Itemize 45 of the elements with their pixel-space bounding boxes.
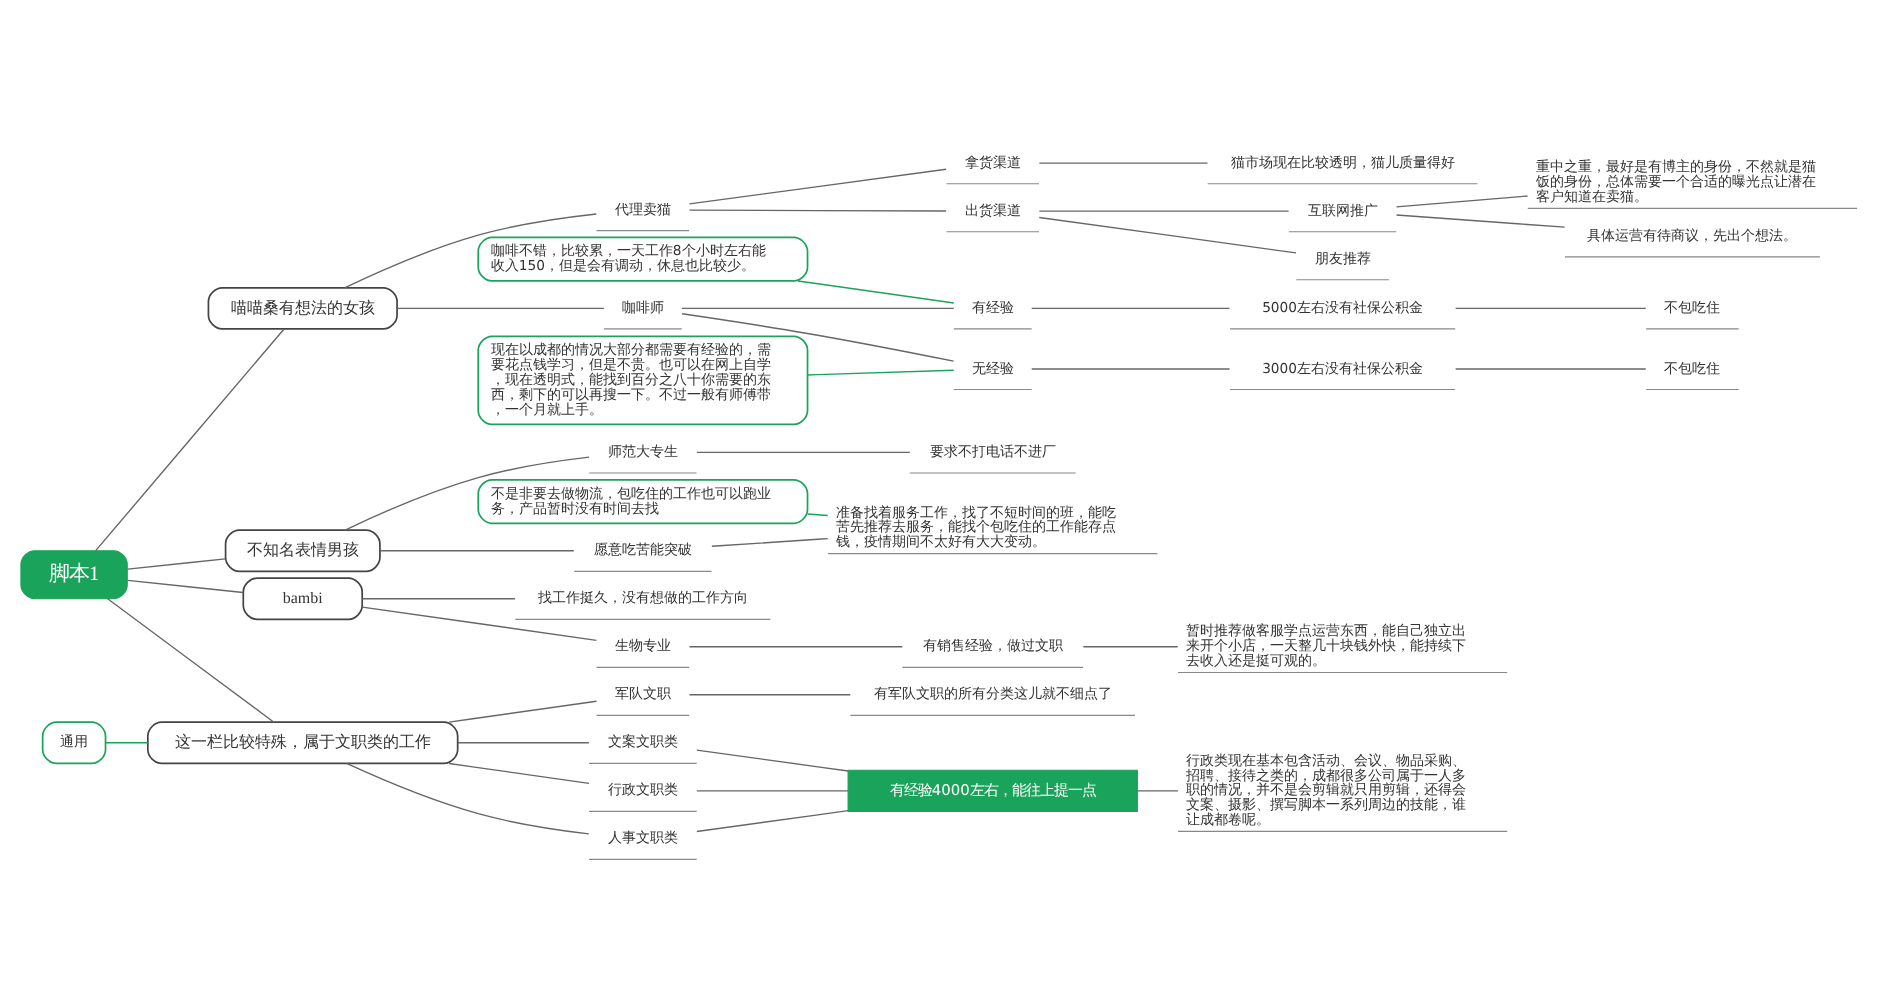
connector (696, 808, 849, 832)
connector (1038, 209, 1290, 211)
connector (396, 306, 605, 309)
node-box: bambi (242, 576, 364, 620)
connector (361, 597, 516, 599)
connector (696, 450, 911, 453)
connector (681, 306, 955, 309)
connector (379, 549, 575, 551)
node-box: 脚本1 (20, 549, 128, 599)
connector (681, 312, 955, 361)
connector (688, 208, 947, 211)
connector (127, 578, 244, 593)
connector (361, 605, 598, 640)
connector (448, 761, 590, 783)
node-box: 这一栏比较特殊，属于文职类的工作 (146, 720, 459, 764)
connector (105, 741, 149, 743)
connector (344, 455, 590, 530)
connector (1038, 215, 1297, 253)
connector (1031, 367, 1231, 369)
connector (806, 368, 955, 375)
connector (1395, 213, 1566, 227)
connector (806, 512, 829, 516)
connector (688, 645, 903, 647)
connector (1038, 161, 1209, 163)
connector (107, 597, 275, 722)
connector (1395, 194, 1529, 207)
connector (457, 741, 590, 743)
connector (797, 279, 955, 303)
connector (1031, 306, 1231, 309)
connector (688, 693, 851, 695)
connector (127, 557, 227, 569)
connector (696, 748, 849, 771)
connector (345, 761, 590, 834)
connector (1454, 306, 1647, 309)
connector (688, 167, 947, 204)
connector (95, 327, 285, 551)
connector (344, 212, 598, 288)
connector (1454, 367, 1647, 369)
connector (1137, 789, 1179, 791)
connector (696, 789, 849, 791)
connector (711, 536, 829, 546)
connector (448, 699, 598, 722)
node-box: 不知名表情男孩 (224, 528, 381, 572)
node-box: 喵喵桑有想法的女孩 (207, 285, 398, 329)
connector (1082, 645, 1179, 647)
